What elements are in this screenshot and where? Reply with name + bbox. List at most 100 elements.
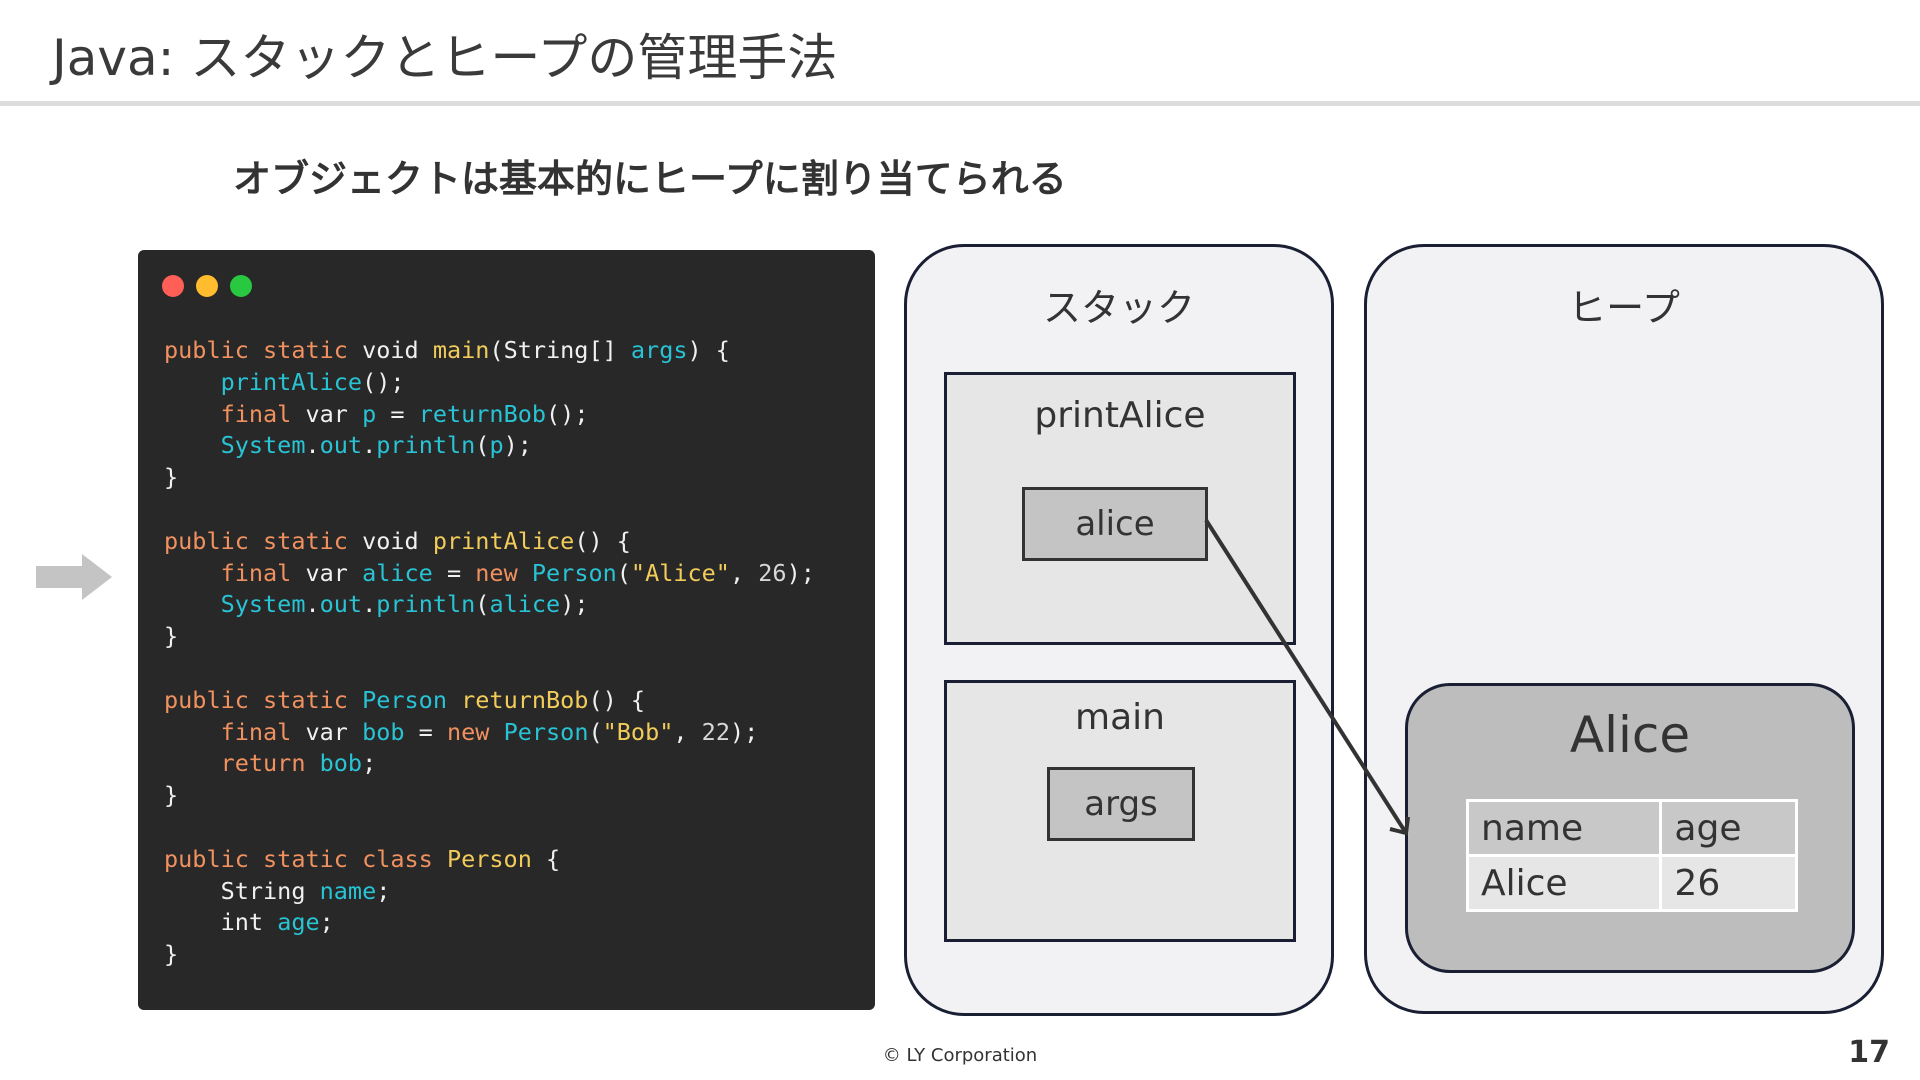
code-token: out xyxy=(319,590,363,619)
code-token: ( xyxy=(616,558,631,587)
code-line: } xyxy=(164,621,815,653)
code-token: ( xyxy=(588,717,603,746)
code-token: returnBob xyxy=(418,399,547,428)
code-token: printAlice xyxy=(432,526,575,555)
object-label: Alice xyxy=(1569,706,1691,764)
code-line: final var bob = new Person("Bob", 22); xyxy=(164,717,815,749)
code-token: , xyxy=(729,558,759,587)
page-number: 17 xyxy=(1848,1035,1890,1070)
code-token: . xyxy=(305,590,320,619)
code-token: void xyxy=(362,336,433,364)
code-token: } xyxy=(164,622,179,651)
heap-label: ヒープ xyxy=(1568,286,1680,330)
code-token: var xyxy=(305,399,363,428)
code-token: public static class xyxy=(164,844,447,873)
var-box-alice: alice xyxy=(1022,487,1208,561)
code-token: printAlice xyxy=(220,367,363,396)
code-token: ( xyxy=(475,431,490,460)
code-token: . xyxy=(305,431,320,460)
code-token: (String[] xyxy=(489,336,631,364)
window-controls xyxy=(162,275,252,297)
minimize-dot-icon xyxy=(196,275,218,297)
code-token: System xyxy=(220,590,306,619)
code-token: new xyxy=(475,558,532,587)
code-token: String xyxy=(164,876,320,905)
heap-object-alice: Alice name age Alice 26 xyxy=(1405,683,1855,973)
code-token: args xyxy=(630,336,688,364)
code-token: Person xyxy=(503,717,589,746)
code-token: () { xyxy=(574,526,631,555)
code-token: ); xyxy=(560,590,589,619)
code-token: ); xyxy=(503,431,532,460)
code-token: alice xyxy=(489,590,561,619)
code-token: int xyxy=(164,908,278,937)
code-token xyxy=(164,590,221,618)
code-token: public static xyxy=(164,336,363,364)
code-token xyxy=(164,400,221,428)
object-fields-table: name age Alice 26 xyxy=(1465,799,1798,912)
code-token: ; xyxy=(376,876,391,905)
code-line: final var p = returnBob(); xyxy=(164,399,815,431)
code-token: ; xyxy=(319,908,334,937)
code-token: println xyxy=(376,431,476,460)
field-value-age: 26 xyxy=(1659,854,1798,912)
code-line xyxy=(164,494,815,526)
code-token: System xyxy=(220,431,306,460)
code-token: return xyxy=(220,749,320,778)
code-line: public static class Person { xyxy=(164,844,815,876)
code-token: . xyxy=(362,431,377,460)
code-token: ; xyxy=(362,749,377,778)
field-header-age: age xyxy=(1659,799,1798,857)
var-box-args: args xyxy=(1047,767,1195,841)
code-token: public static xyxy=(164,685,363,714)
code-token xyxy=(164,559,221,587)
code-token: ); xyxy=(729,717,759,746)
code-token: ) { xyxy=(687,336,730,364)
code-token: var xyxy=(305,717,363,746)
code-token: name xyxy=(319,876,377,905)
code-token: "Bob" xyxy=(602,717,674,746)
title-divider xyxy=(0,101,1920,106)
code-token: age xyxy=(277,908,320,937)
code-token xyxy=(164,749,221,777)
field-value-name: Alice xyxy=(1465,854,1663,912)
code-line xyxy=(164,812,815,844)
code-token: ( xyxy=(475,590,490,619)
stack-frame-printalice: printAlice alice xyxy=(944,372,1296,645)
code-token: Person xyxy=(446,844,547,873)
code-line: System.out.println(alice); xyxy=(164,589,815,621)
code-line: public static void printAlice() { xyxy=(164,526,815,558)
code-editor-window: public static void main(String[] args) {… xyxy=(138,250,875,1010)
code-token: alice xyxy=(362,558,433,587)
frame-label: main xyxy=(1075,697,1165,738)
stack-frame-main: main args xyxy=(944,680,1296,942)
code-line: } xyxy=(164,780,815,812)
code-token: } xyxy=(164,781,179,810)
code-token: bob xyxy=(319,749,363,778)
stack-label: スタック xyxy=(1042,286,1195,330)
code-line: int age; xyxy=(164,907,815,939)
code-token: 22 xyxy=(701,717,730,746)
code-token: p xyxy=(362,399,377,428)
code-token: bob xyxy=(362,717,405,746)
code-token: out xyxy=(319,431,363,460)
code-token: Person xyxy=(531,558,617,587)
current-line-arrow-icon xyxy=(36,554,112,600)
code-token: public static xyxy=(164,526,363,555)
code-token xyxy=(164,431,221,459)
slide-subtitle: オブジェクトは基本的にヒープに割り当てられる xyxy=(233,157,1067,201)
code-line: printAlice(); xyxy=(164,367,815,399)
code-token: } xyxy=(164,463,179,492)
code-token: p xyxy=(489,431,504,460)
code-token: "Alice" xyxy=(630,558,730,587)
code-block: public static void main(String[] args) {… xyxy=(164,335,815,971)
code-token: (); xyxy=(362,367,405,396)
code-token: = xyxy=(404,717,447,746)
maximize-dot-icon xyxy=(230,275,252,297)
code-token: (); xyxy=(546,399,589,428)
code-token: final xyxy=(220,558,306,587)
code-line: public static Person returnBob() { xyxy=(164,685,815,717)
code-token: var xyxy=(305,558,363,587)
code-token xyxy=(164,368,221,396)
code-token: println xyxy=(376,590,476,619)
